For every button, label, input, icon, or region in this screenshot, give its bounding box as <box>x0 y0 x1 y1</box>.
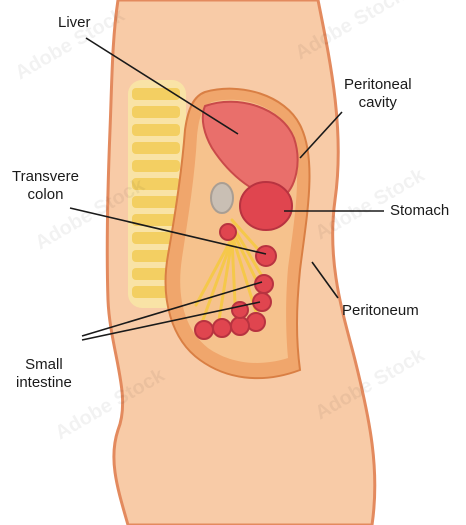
label-liver-text: Liver <box>58 14 91 32</box>
label-stomach-text: Stomach <box>390 202 449 220</box>
label-small-intestine-line1: Small <box>16 356 72 374</box>
gallbladder <box>211 183 233 213</box>
label-peritoneal-cavity: Peritoneal cavity <box>344 76 412 112</box>
label-transverse-colon-line2: colon <box>12 186 79 204</box>
label-peritoneum-text: Peritoneum <box>342 302 419 320</box>
label-liver: Liver <box>58 14 91 32</box>
label-stomach: Stomach <box>390 202 449 220</box>
label-peritoneal-cavity-line2: cavity <box>344 94 412 112</box>
stomach <box>240 182 292 230</box>
transverse-colon <box>256 246 276 266</box>
label-transverse-colon: Transvere colon <box>12 168 79 204</box>
colon-loop <box>220 224 236 240</box>
label-peritoneal-cavity-line1: Peritoneal <box>344 76 412 94</box>
label-small-intestine-line2: intestine <box>16 374 72 392</box>
label-small-intestine: Small intestine <box>16 356 72 392</box>
label-transverse-colon-line1: Transvere <box>12 168 79 186</box>
label-peritoneum: Peritoneum <box>342 302 419 320</box>
